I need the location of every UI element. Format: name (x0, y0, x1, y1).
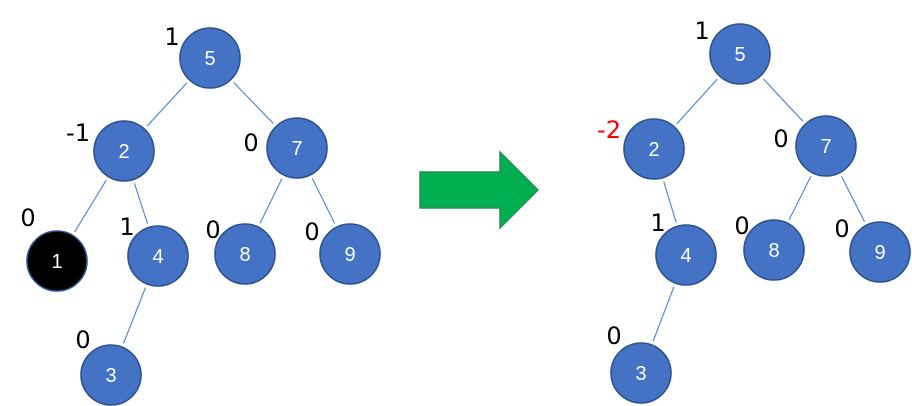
node-value: 9 (344, 244, 355, 266)
edge-5-2 (146, 82, 188, 127)
node-circle (179, 27, 241, 89)
node-circle (610, 342, 672, 404)
balance-factor-label: -1 (66, 119, 90, 147)
node-circle (26, 230, 88, 292)
balance-factor-label: 1 (119, 213, 134, 241)
node-circle (266, 117, 328, 179)
balance-factor-label: 0 (734, 212, 749, 240)
node-value: 7 (291, 138, 302, 160)
edge-7-8 (788, 176, 812, 220)
edge-2-4 (133, 183, 149, 224)
node-3: 3 (80, 344, 142, 406)
node-value: 4 (680, 245, 691, 267)
node-value: 2 (648, 139, 659, 161)
node-4: 4 (127, 225, 189, 287)
edge-5-2 (676, 78, 718, 125)
node-3: 3 (610, 342, 672, 404)
edge-2-4 (663, 181, 677, 223)
edge-7-8 (259, 178, 283, 224)
edge-4-3 (122, 287, 147, 344)
node-circle (319, 223, 381, 285)
node-value: 9 (874, 242, 885, 264)
edge-5-7 (233, 82, 274, 124)
node-circle (127, 225, 189, 287)
balance-factor-label: 1 (164, 23, 179, 51)
edge-7-9 (840, 176, 866, 222)
node-value: 5 (204, 48, 215, 70)
node-7: 7 (795, 115, 857, 177)
node-7: 7 (266, 117, 328, 179)
node-value: 7 (820, 136, 831, 158)
balance-factor-label: 1 (694, 17, 709, 45)
node-8: 8 (214, 223, 276, 285)
node-2: 2 (623, 118, 685, 180)
balance-factor-label: 1 (650, 209, 665, 237)
node-5: 5 (709, 23, 771, 85)
node-4: 4 (655, 224, 717, 286)
node-circle (849, 221, 911, 283)
node-8: 8 (743, 219, 805, 281)
balance-factor-label: -2 (597, 116, 621, 144)
balance-factor-label: 0 (20, 204, 35, 232)
node-circle (655, 224, 717, 286)
balance-factor-label: 0 (834, 215, 849, 243)
node-value: 3 (105, 365, 116, 387)
node-value: 4 (152, 246, 163, 268)
node-circle (214, 223, 276, 285)
balance-factor-label: 0 (75, 326, 90, 354)
edge-5-7 (762, 78, 804, 122)
edge-4-3 (652, 286, 675, 342)
node-circle (93, 120, 155, 182)
balance-factor-label: 0 (773, 125, 788, 153)
node-2: 2 (93, 120, 155, 182)
node-circle (623, 118, 685, 180)
node-value: 1 (51, 251, 62, 273)
node-9: 9 (849, 221, 911, 283)
node-circle (80, 344, 142, 406)
node-9: 9 (319, 223, 381, 285)
balance-factor-label: 0 (205, 216, 220, 244)
node-value: 5 (734, 44, 745, 66)
node-circle (795, 115, 857, 177)
node-circle (709, 23, 771, 85)
balance-factor-label: 0 (606, 322, 621, 350)
node-circle (743, 219, 805, 281)
node-value: 3 (635, 363, 646, 385)
node-1: 1 (26, 230, 88, 292)
edge-7-9 (311, 178, 336, 224)
edge-2-1 (74, 179, 107, 233)
node-value: 8 (768, 240, 779, 262)
balance-factor-label: 0 (243, 129, 258, 157)
balance-factor-label: 0 (304, 218, 319, 246)
right-arrow-icon (419, 150, 540, 230)
node-value: 2 (118, 141, 129, 163)
node-value: 8 (239, 244, 250, 266)
node-5: 5 (179, 27, 241, 89)
